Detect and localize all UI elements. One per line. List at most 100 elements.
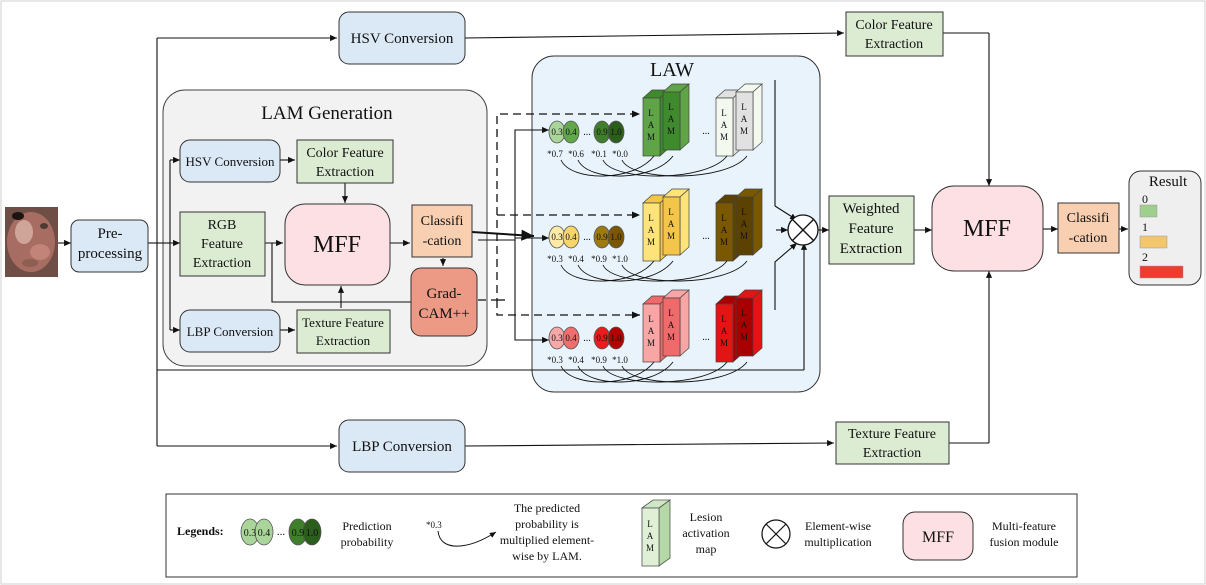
law-row2-lam-d-letter-m: M <box>740 332 748 342</box>
law-row1-lam-c-letter-l: L <box>721 213 727 223</box>
preprocessing-box <box>70 219 149 273</box>
law-row1-curve-1 <box>577 260 674 282</box>
texture-feature-inner-line1: Texture Feature <box>302 315 384 330</box>
legend-ellipsis: ... <box>277 526 286 538</box>
legend-prediction-line1: Prediction <box>342 519 391 533</box>
lbp-conversion-inner-label: LBP Conversion <box>187 324 274 339</box>
law-row2-lam-b-letter-a: A <box>668 320 675 330</box>
hsv-conversion-top-box <box>338 11 466 65</box>
preprocessing-line1: Pre- <box>98 226 123 242</box>
law-row2-curve-3 <box>621 361 748 383</box>
legend-mff-box <box>902 511 974 561</box>
law-row0-lam-c-letter-l: L <box>721 108 727 118</box>
hsv-conversion-top-label: HSV Conversion <box>351 31 454 47</box>
classification-inner-box <box>411 204 473 258</box>
legend-mult-example: *0.3 <box>426 520 442 530</box>
law-row1-lam-d-letter-m: M <box>740 231 748 241</box>
legend-lesion-line2: activation <box>682 526 729 540</box>
law-row1-lam-a-letter-m: M <box>647 237 655 247</box>
legend-prob-1: 0.4 <box>258 528 271 539</box>
legend-predicted-line3: multiplied element- <box>500 533 594 547</box>
law-row2-lam-c-letter-m: M <box>720 338 728 348</box>
classification-right-line1: Classifi <box>1067 211 1110 226</box>
law-row2-ellipsis: ... <box>583 333 591 344</box>
texture-feature-bottom-line2: Extraction <box>863 446 921 461</box>
color-feature-inner-line2: Extraction <box>316 165 374 180</box>
legend-lesion-line1: Lesion <box>690 510 723 524</box>
law-row1-prob-circle-3 <box>607 225 625 249</box>
law-row2-mult-1: *0.4 <box>568 355 584 365</box>
color-feature-inner-box <box>296 139 394 184</box>
law-row1-lam-c-face <box>715 202 734 262</box>
law-row0-prob-2: 0.9 <box>596 127 608 137</box>
law-row1-mult-3: *1.0 <box>612 254 628 264</box>
law-row0-lam-a-face <box>642 97 661 157</box>
texture-feature-bottom-line1: Texture Feature <box>848 427 936 442</box>
legend-elementwise-line2: multiplication <box>804 535 871 549</box>
law-row1-mult-1: *0.4 <box>568 254 584 264</box>
result-class-2: 2 <box>1142 250 1148 264</box>
legend-prob-0: 0.3 <box>244 528 257 539</box>
color-feature-top-box <box>845 11 944 57</box>
law-row2-lam-b-face <box>662 297 681 357</box>
law-row0-mult-0: *0.7 <box>547 149 563 159</box>
result-class-1: 1 <box>1142 220 1148 234</box>
law-row0-curve-3 <box>621 155 748 177</box>
law-row1-lam-d-side <box>752 188 763 256</box>
hsv-conversion-inner-box <box>179 139 281 183</box>
legend-predicted-line1: The predicted <box>514 501 580 515</box>
law-row2-prob-circle-3 <box>607 326 625 350</box>
result-bar-2 <box>1139 265 1184 279</box>
legend-title: Legends: <box>177 524 224 538</box>
result-bar-0 <box>1139 204 1158 218</box>
law-row0-prob-1: 0.4 <box>565 127 577 137</box>
result-title: Result <box>1149 174 1188 190</box>
law-row0-curve-0 <box>560 155 655 177</box>
law-row1-lam-b-letter-l: L <box>668 207 674 217</box>
legend-lam-icon <box>640 499 672 567</box>
elementwise-multiply-icon <box>787 214 819 246</box>
law-row2-lam-b-letter-m: M <box>667 332 675 342</box>
gradcam-line2: CAM++ <box>418 306 469 322</box>
gradcam-line1: Grad- <box>427 286 462 302</box>
law-row0-ellipsis: ... <box>583 127 591 138</box>
law-row0-lam-d-side <box>752 83 763 151</box>
input-endoscopy-image <box>5 207 58 277</box>
law-row0-lam-d-letter-l: L <box>741 102 747 112</box>
law-row1-mult-2: *0.9 <box>591 254 607 264</box>
law-row1-lam-d-face <box>735 196 754 256</box>
law-row1-curve-2 <box>602 260 728 282</box>
law-row0-curve-1 <box>577 155 674 177</box>
law-row0-lam-a-letter-m: M <box>647 132 655 142</box>
legend-lam-letter-m: M <box>646 543 654 553</box>
law-row1-prob-1: 0.4 <box>565 232 577 242</box>
law-row2-prob-0: 0.3 <box>551 333 563 343</box>
law-row2-lam-ellipsis: ... <box>702 332 710 343</box>
law-row2-curve-0 <box>560 361 655 383</box>
law-row2-curve-2 <box>602 361 728 383</box>
law-row0-lam-d-face <box>735 91 754 151</box>
law-row1-lam-a-letter-l: L <box>648 213 654 223</box>
mff-inner-label: MFF <box>313 232 361 258</box>
law-row1-curve-3 <box>621 260 748 282</box>
law-row2-lam-c-letter-a: A <box>721 326 728 336</box>
classification-inner-line1: Classifi <box>421 214 464 229</box>
dashed-connectors <box>478 110 640 319</box>
law-row1-lam-ellipsis: ... <box>702 231 710 242</box>
rgb-feature-box <box>179 211 266 277</box>
law-row0-lam-b-letter-a: A <box>668 114 675 124</box>
lam-generation-title: LAM Generation <box>261 103 393 124</box>
legend-multi-line2: fusion module <box>990 535 1059 549</box>
legend-predicted-line4: wise by LAM. <box>512 549 582 563</box>
legend-lam-letter-a: A <box>647 531 654 541</box>
law-row0-lam-b-face <box>662 91 681 151</box>
legend-multi-line1: Multi-feature <box>992 519 1056 533</box>
law-row1-prob-circle-1 <box>562 225 580 249</box>
law-row0-mult-3: *0.0 <box>612 149 628 159</box>
law-row0-lam-c-face <box>715 97 734 157</box>
law-row1-lam-b-letter-a: A <box>668 219 675 229</box>
law-row2-lam-b-side <box>679 289 690 357</box>
law-row1-lam-d-letter-l: L <box>741 207 747 217</box>
law-row2-lam-d-letter-l: L <box>741 308 747 318</box>
law-row1-prob-2: 0.9 <box>596 232 608 242</box>
